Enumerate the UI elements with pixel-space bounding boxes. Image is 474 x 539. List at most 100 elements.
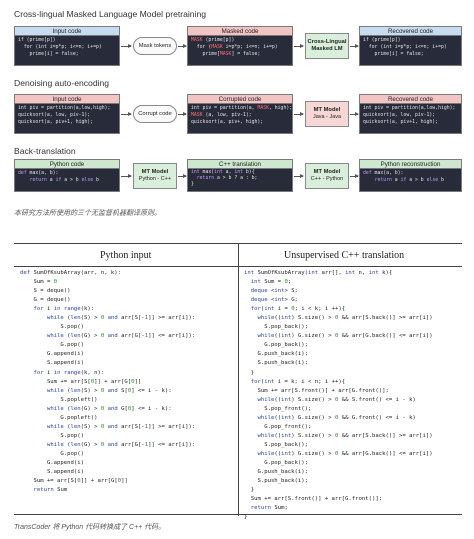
- mlm-input-code: if (prime[p]) for (int i=p*p; i<=n; i+=p…: [15, 36, 119, 65]
- arrow: [178, 44, 187, 48]
- python-line: while (len(G) > 0 and arr[G[-1]] <= arr[…: [46, 441, 196, 448]
- python-line: S.pop(): [20, 324, 84, 331]
- arrow: [350, 44, 359, 48]
- cpp-line: while((int) G.size() > 0 && G.front() <=…: [257, 414, 416, 421]
- python-line: while (len(S) > 0 and arr[S[-1]] >= arr[…: [46, 423, 196, 430]
- python-line: for i in range(k):: [33, 306, 95, 313]
- cpp-line: G.pop_back();: [244, 459, 308, 466]
- python-line: G = deque(): [20, 297, 71, 304]
- python-line: S.append(i): [20, 469, 84, 476]
- python-line: G.popleft(): [20, 414, 98, 421]
- dae-corrupted-code-box: Corrupted code int piv = partition(a, MA…: [187, 94, 293, 134]
- dae-input-code-box: Input code int piv = partition(a,low,hig…: [14, 94, 120, 134]
- bt-python-code: def max(a, b): return a if a > b else b: [15, 169, 119, 191]
- python-line: G.pop(): [20, 342, 84, 349]
- python-line: while (len(S) > 0 and S[0] <= i - k):: [46, 387, 172, 394]
- mlm-masked-code: MASK (prime[p]) for (MASK i=p*p; i<=n; i…: [188, 36, 292, 65]
- cpp-line: }: [244, 487, 255, 494]
- cpp-line: while((int) S.size() > 0 && S.front() <=…: [257, 396, 416, 403]
- cpp-line: G.push_back(i);: [244, 469, 308, 476]
- section-title-bt: Back-translation: [14, 146, 76, 156]
- arrow: [294, 174, 304, 178]
- cpp-line: S.pop_back();: [244, 324, 308, 331]
- arrow: [350, 174, 359, 178]
- cpp-line: }: [244, 514, 248, 521]
- python-line: G.append(i): [20, 459, 84, 466]
- mlm-masked-code-box: Masked code MASK (prime[p]) for (MASK i=…: [187, 26, 293, 66]
- cpp-code-block: int SumOfKsubArray(int arr[], int n, int…: [244, 269, 433, 522]
- section-title-dae: Denoising auto-encoding: [14, 78, 110, 88]
- cpp-line: S.push_back(i);: [244, 478, 308, 485]
- cpp-line: for(int i = k; i < n; i ++){: [250, 378, 346, 385]
- python-line: while (len(G) > 0 and G[0] <= i - k):: [46, 405, 172, 412]
- cpp-line: }: [244, 369, 255, 376]
- python-line: return Sum: [33, 487, 68, 494]
- bt-cpp-header: C++ translation: [188, 160, 292, 169]
- code-comparison-table: Python input Unsupervised C++ translatio…: [14, 243, 462, 520]
- arrow: [178, 112, 187, 116]
- cpp-line: for(int i = 0; i < k; i ++){: [250, 306, 346, 313]
- cpp-line: int SumOfKsubArray(int arr[], int n, int…: [244, 270, 393, 276]
- mlm-recovered-code: if (prime[p]) for (int i=p*p; i<=n; i+=p…: [360, 36, 461, 65]
- python-code-block: def SumOfKsubArray(arr, n, k): Sum = 0 S…: [20, 269, 195, 495]
- dae-input-header: Input code: [15, 95, 119, 104]
- python-line: Sum += arr[S[0]] + arr[G[0]]: [20, 378, 142, 385]
- corrupt-code-op: Corrupt code: [133, 105, 177, 123]
- mlm-input-header: Input code: [15, 27, 119, 36]
- bt-python-header: Python code: [15, 160, 119, 169]
- dae-corrupted-code: int piv = partition(a, MASK, high);MASK …: [188, 104, 292, 133]
- cpp-translation-header: Unsupervised C++ translation: [284, 250, 405, 261]
- cpp-line: G.push_back(i);: [244, 351, 308, 358]
- cpp-line: Sum += arr[S.front()] + arr[G.front()];: [244, 496, 383, 503]
- mlm-masked-header: Masked code: [188, 27, 292, 36]
- python-line: Sum += arr[S[0]] + arr[G[0]]: [20, 478, 128, 485]
- arrow: [121, 44, 132, 48]
- bt-recon-code: def max(a, b): return a if a > b else b: [360, 169, 461, 191]
- dae-recovered-header: Recovered code: [360, 95, 461, 104]
- python-input-header: Python input: [100, 250, 152, 261]
- mask-tokens-op: Mask tokens: [133, 37, 177, 55]
- python-line: S = deque(): [20, 288, 71, 295]
- arrow: [294, 112, 304, 116]
- python-line: S.append(i): [20, 360, 84, 367]
- bt-cpp-translation-box: C++ translation int max(int a, int b){ r…: [187, 159, 293, 192]
- cpp-line: G.pop_back();: [244, 342, 308, 349]
- bt-python-code-box: Python code def max(a, b): return a if a…: [14, 159, 120, 192]
- dae-input-code: int piv = partition(a,low,high);quicksor…: [15, 104, 119, 133]
- arrow: [121, 174, 132, 178]
- bt-recon-header: Python reconstruction: [360, 160, 461, 169]
- cpp-line: deque <int> S;: [250, 288, 298, 295]
- mlm-recovered-code-box: Recovered code if (prime[p]) for (int i=…: [359, 26, 462, 66]
- arrow: [350, 112, 359, 116]
- cpp-line: return Sum;: [250, 505, 288, 512]
- python-line: S.popleft(): [20, 396, 98, 403]
- python-line: S.pop(): [20, 432, 84, 439]
- python-line: Sum = 0: [20, 279, 58, 286]
- bt-cpp-code: int max(int a, int b){ return a > b ? a …: [188, 169, 292, 191]
- python-line: G.pop(): [20, 450, 84, 457]
- dae-recovered-code: int piv = partition(a,low,high);quicksor…: [360, 104, 461, 133]
- cpp-line: S.pop_front();: [244, 405, 312, 412]
- python-line: for i in range(k, n):: [33, 369, 105, 376]
- python-line: def SumOfKsubArray(arr, n, k):: [20, 270, 122, 276]
- mlm-recovered-header: Recovered code: [360, 27, 461, 36]
- cpp-line: while((int) S.size() > 0 && arr[S.back()…: [257, 315, 433, 322]
- mlm-input-code-box: Input code if (prime[p]) for (int i=p*p;…: [14, 26, 120, 66]
- bt-python-reconstruction-box: Python reconstruction def max(a, b): ret…: [359, 159, 462, 192]
- python-line: while (len(S) > 0 and arr[S[-1]] >= arr[…: [46, 315, 196, 322]
- figure-caption-2: TransCoder 将 Python 代码转换成了 C++ 代码。: [14, 524, 166, 531]
- column-separator: [238, 244, 239, 516]
- python-line: while (len(G) > 0 and arr[G[-1]] <= arr[…: [46, 333, 196, 340]
- cpp-line: while((int) G.size() > 0 && arr[G.back()…: [257, 333, 433, 340]
- dae-recovered-code-box: Recovered code int piv = partition(a,low…: [359, 94, 462, 134]
- cpp-line: while((int) S.size() > 0 && arr[S.back()…: [257, 432, 433, 439]
- cpp-line: int Sum = 0;: [250, 279, 292, 286]
- arrow: [178, 174, 187, 178]
- arrow: [294, 44, 304, 48]
- cpp-line: while((int) G.size() > 0 && arr[G.back()…: [257, 450, 433, 457]
- cpp-line: Sum += arr[S.front()] + arr[G.front()];: [244, 387, 389, 394]
